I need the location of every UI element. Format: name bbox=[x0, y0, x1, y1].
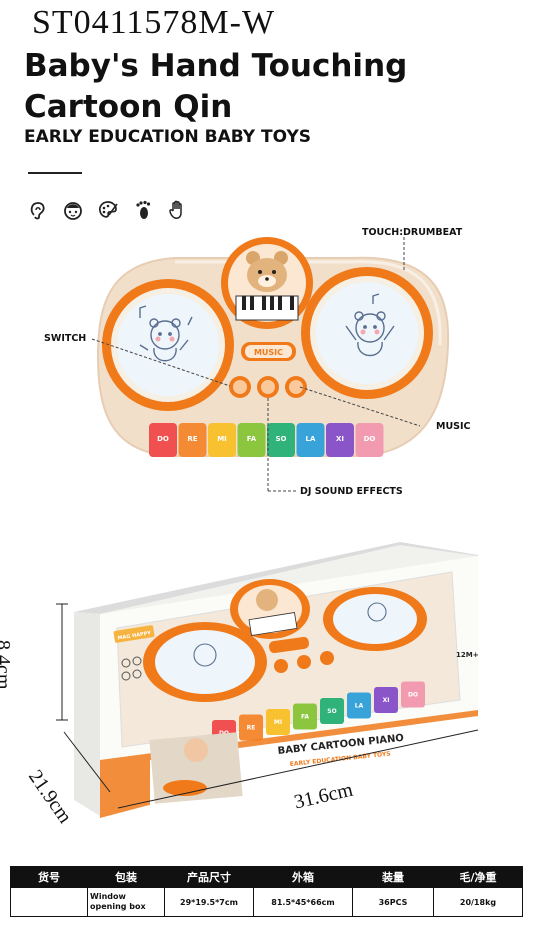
brand-tag bbox=[113, 625, 155, 643]
box-piano-key-label: DO bbox=[408, 692, 418, 699]
header-product-size: 产品尺寸 bbox=[164, 866, 254, 888]
bear-head-icon bbox=[246, 251, 288, 292]
box-piano-key bbox=[293, 703, 317, 730]
piano-key-label: MI bbox=[217, 435, 227, 443]
piano-key-label: RE bbox=[187, 435, 197, 443]
color-keyboard: DO RE MI FA SO LA XI DO bbox=[149, 423, 384, 457]
box-piano-key-label: FA bbox=[301, 714, 309, 721]
box-piano-key bbox=[266, 709, 290, 735]
header-quantity: 装量 bbox=[352, 866, 434, 888]
piano-key[interactable] bbox=[237, 423, 266, 457]
ear-icon bbox=[26, 198, 50, 222]
box-piano-key bbox=[320, 698, 344, 724]
callout-dj: DJ SOUND EFFECTS bbox=[300, 486, 403, 497]
piano-key-label: FA bbox=[247, 435, 257, 443]
header-packing: 包装 bbox=[87, 866, 165, 888]
piano-key-label: DO bbox=[364, 435, 376, 443]
box-piano-key-label: RE bbox=[247, 725, 256, 732]
cell-item-no bbox=[10, 887, 88, 917]
box-piano-key-label: LA bbox=[355, 703, 364, 710]
baby-face-icon bbox=[61, 198, 85, 222]
cell-quantity: 36PCS bbox=[352, 887, 434, 917]
piano-key-label: LA bbox=[306, 435, 316, 443]
age-label: 12M+ bbox=[456, 651, 479, 659]
divider bbox=[28, 172, 82, 174]
box-piano-key bbox=[347, 692, 371, 719]
header-item-no: 货号 bbox=[10, 866, 88, 888]
piano-key[interactable] bbox=[355, 423, 384, 457]
piano-key[interactable] bbox=[208, 423, 236, 457]
product-sku: ST0411578M-W bbox=[32, 4, 276, 41]
piano-key-label: SO bbox=[276, 435, 287, 443]
piano-key[interactable] bbox=[178, 423, 207, 457]
hand-touch-icon bbox=[166, 198, 190, 222]
box-piano-key bbox=[401, 681, 425, 708]
piano-key-label: DO bbox=[157, 435, 169, 443]
box-piano-key bbox=[239, 714, 263, 741]
title-line-1: Baby's Hand Touching bbox=[24, 48, 408, 84]
box-piano-key bbox=[374, 687, 398, 713]
piano-key[interactable] bbox=[149, 423, 177, 457]
toy-illustration: MUSIC DO RE MI FA SO LA XI DO bbox=[91, 237, 450, 492]
brand-tag-label: MAG HAPPY bbox=[117, 630, 152, 641]
callout-touch: TOUCH:DRUMBEAT bbox=[362, 227, 463, 238]
product-title: Baby's Hand Touching Cartoon Qin bbox=[24, 46, 407, 128]
callout-music: MUSIC bbox=[436, 421, 471, 432]
cell-weight: 20/18kg bbox=[433, 887, 523, 917]
palette-icon bbox=[96, 198, 120, 222]
piano-key[interactable] bbox=[326, 423, 354, 457]
title-line-2: Cartoon Qin bbox=[24, 89, 233, 125]
piano-key[interactable] bbox=[296, 423, 325, 457]
bear-drawing-right bbox=[345, 293, 395, 357]
piano-key[interactable] bbox=[267, 423, 295, 457]
cell-product-size: 29*19.5*7cm bbox=[164, 887, 254, 917]
callout-switch: SWITCH bbox=[44, 333, 87, 344]
piano-key-label: XI bbox=[336, 435, 344, 443]
box-piano-key-label: XI bbox=[383, 697, 390, 704]
cell-carton-size: 81.5*45*66cm bbox=[253, 887, 353, 917]
dimension-height: 8.4cm bbox=[0, 640, 14, 690]
box-piano-key-label: SO bbox=[327, 708, 336, 715]
sound-effect-buttons bbox=[229, 376, 307, 398]
music-button-label: MUSIC bbox=[254, 348, 283, 357]
header-carton-size: 外箱 bbox=[253, 866, 353, 888]
table-row: Window opening box 29*19.5*7cm 81.5*45*6… bbox=[10, 887, 523, 917]
spec-table-header: 货号 包装 产品尺寸 外箱 装量 毛/净重 bbox=[10, 866, 523, 888]
box-piano-key-label: MI bbox=[274, 719, 282, 726]
bear-drawing-left bbox=[139, 305, 193, 362]
product-subtitle: EARLY EDUCATION BABY TOYS bbox=[24, 127, 311, 147]
feature-icons bbox=[26, 198, 190, 222]
header-weight: 毛/净重 bbox=[433, 866, 523, 888]
spec-table: 货号 包装 产品尺寸 外箱 装量 毛/净重 Window opening box… bbox=[10, 866, 523, 917]
cell-packing: Window opening box bbox=[87, 887, 165, 917]
mini-keyboard bbox=[235, 295, 299, 321]
footprint-icon bbox=[131, 198, 155, 222]
